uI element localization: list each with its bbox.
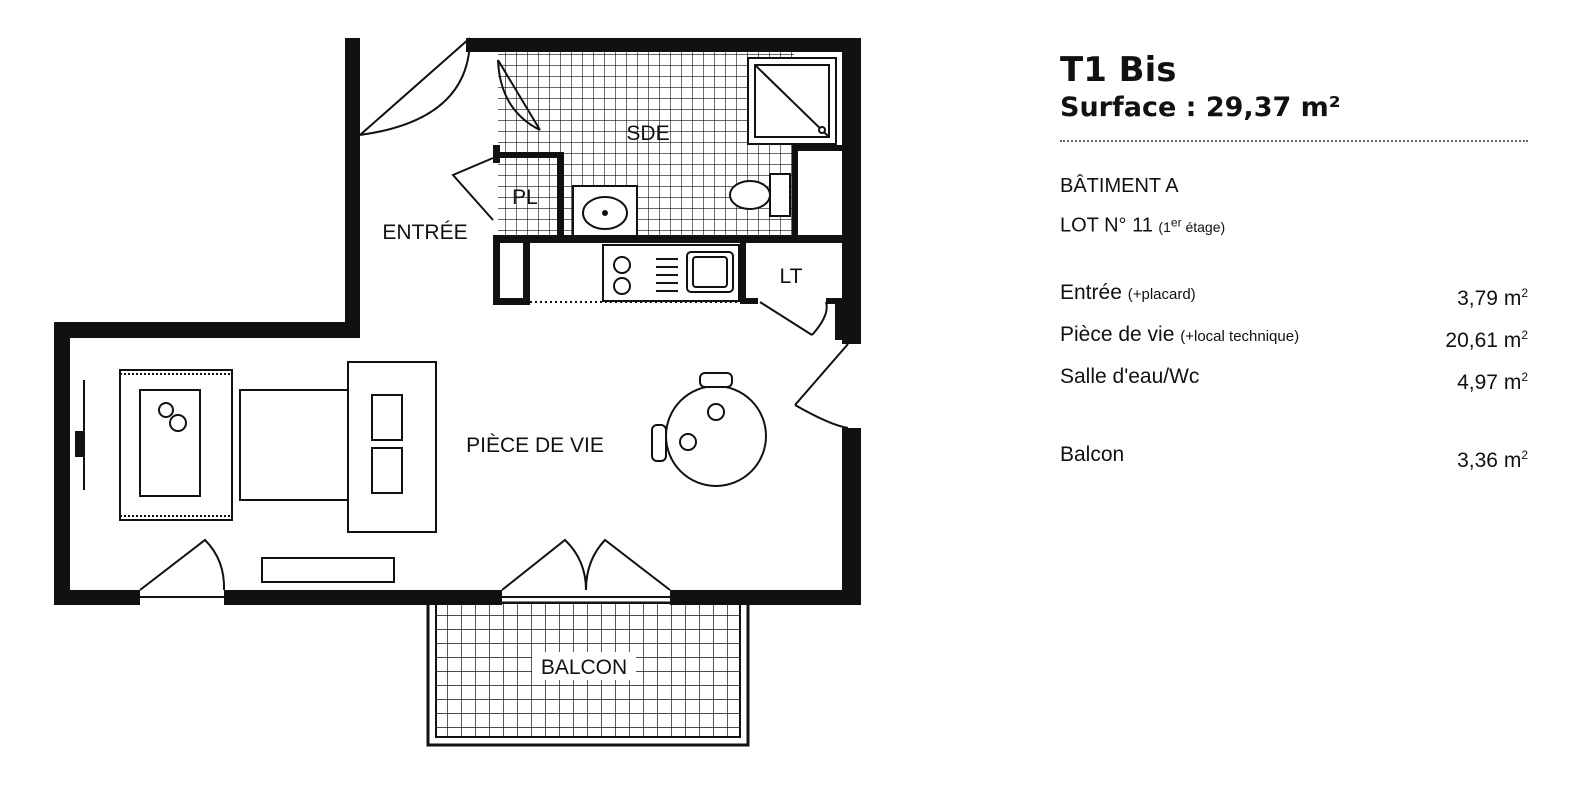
- lot-details: BÂTIMENT A LOT N° 11 (1er étage): [1060, 168, 1530, 245]
- floor-plan: SDE PL ENTRÉE LT PIÈCE DE VIE BALCON: [54, 37, 861, 747]
- bathroom-door: [497, 59, 541, 131]
- area-row-salle-deau: Salle d'eau/Wc 4,97 m2: [1060, 359, 1528, 401]
- room-label-pl: PL: [512, 186, 538, 209]
- lot-number: LOT N° 11: [1060, 214, 1153, 237]
- living-side-door: [794, 343, 849, 429]
- lot-label: LOT N° 11 (1er étage): [1060, 204, 1530, 245]
- building-label: BÂTIMENT A: [1060, 175, 1179, 197]
- apartment-type-title: T1 Bis: [1060, 50, 1177, 90]
- area-name: Salle d'eau/Wc: [1060, 364, 1200, 388]
- coffee-table: [139, 389, 201, 497]
- apartment-info-panel: T1 Bis Surface : 29,37 m² BÂTIMENT A LOT…: [1060, 50, 1530, 479]
- area-table: Entrée (+placard) 3,79 m2 Pièce de vie (…: [1060, 275, 1528, 479]
- area-row-entree: Entrée (+placard) 3,79 m2: [1060, 275, 1528, 317]
- entry-door: [359, 37, 471, 136]
- dotted-separator: [1060, 140, 1528, 142]
- room-label-balcon: BALCON: [541, 656, 627, 679]
- area-row-balcon: Balcon 3,36 m2: [1060, 437, 1528, 479]
- area-name: Pièce de vie: [1060, 322, 1175, 346]
- area-name: Entrée: [1060, 280, 1122, 304]
- balcony-door-right: [585, 538, 671, 591]
- area-value: 3,36 m2: [1457, 447, 1528, 472]
- chair-top: [699, 372, 733, 388]
- room-label-piece-de-vie: PIÈCE DE VIE: [466, 434, 604, 457]
- exterior-walls: [54, 38, 861, 605]
- chair-left: [651, 424, 667, 462]
- kitchenette: [530, 244, 740, 303]
- area-value: 4,97 m2: [1457, 369, 1528, 394]
- area-value: 3,79 m2: [1457, 285, 1528, 310]
- area-note: (+local technique): [1180, 327, 1300, 345]
- floor-word: étage: [1185, 218, 1221, 235]
- tv-unit: [261, 557, 395, 583]
- room-label-lt: LT: [780, 265, 803, 288]
- living-furniture: [75, 361, 767, 583]
- room-label-sde: SDE: [626, 122, 669, 145]
- area-note: (+placard): [1127, 285, 1196, 303]
- closet-door: [451, 157, 494, 221]
- floor-suffix: er: [1170, 215, 1182, 229]
- floor-number: 1: [1163, 218, 1171, 235]
- technical-room-door: [759, 301, 828, 336]
- total-surface: Surface : 29,37 m²: [1060, 92, 1341, 123]
- interior-walls: [493, 145, 848, 340]
- round-table: [665, 385, 767, 487]
- balcony-door-left: [501, 538, 587, 591]
- doors: [139, 37, 849, 598]
- area-row-piece-de-vie: Pièce de vie (+local technique) 20,61 m2: [1060, 317, 1528, 359]
- bathroom-fixtures: [572, 57, 837, 237]
- area-value: 20,61 m2: [1445, 327, 1528, 352]
- area-name: Balcon: [1060, 442, 1125, 466]
- room-label-entree: ENTRÉE: [382, 221, 467, 244]
- floor-info: (1er étage): [1158, 215, 1226, 235]
- room-french-window: [139, 538, 226, 598]
- toilet: [769, 173, 791, 217]
